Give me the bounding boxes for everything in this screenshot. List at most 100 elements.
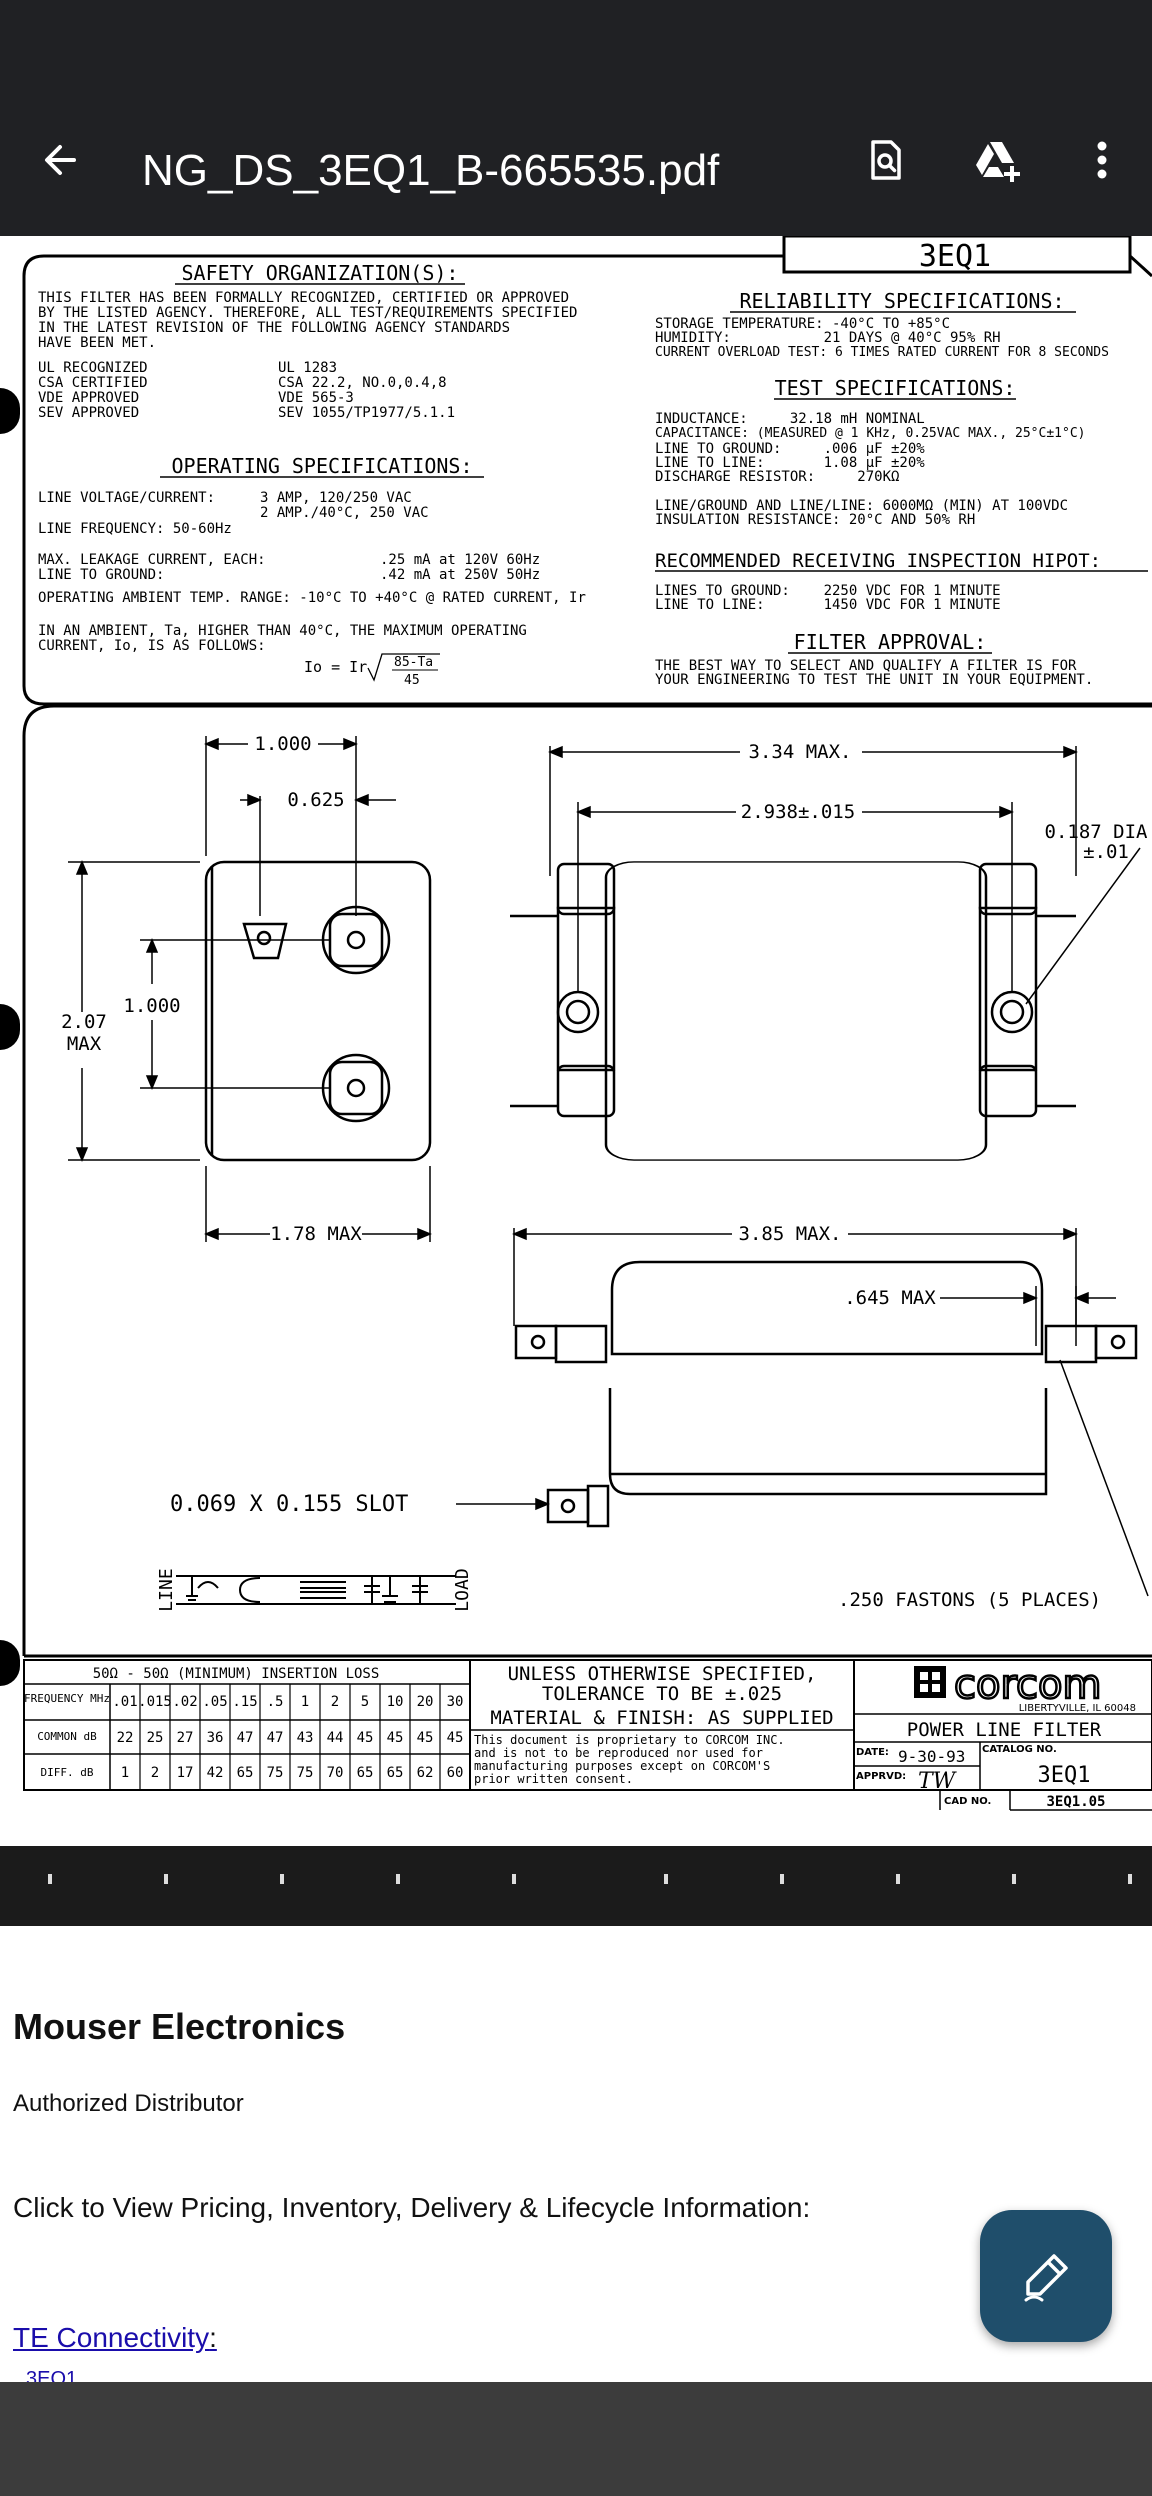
arrow-back-icon[interactable] — [34, 130, 94, 190]
table-cell-freq: .05 — [202, 1694, 227, 1710]
table-cell-diff: 75 — [267, 1765, 284, 1781]
operating-heading: OPERATING SPECIFICATIONS: — [171, 454, 472, 478]
safety-line: IN THE LATEST REVISION OF THE FOLLOWING … — [38, 320, 510, 336]
table-cell-common: 43 — [297, 1730, 314, 1746]
table-cell-common: 22 — [117, 1730, 134, 1746]
reliability-heading: RELIABILITY SPECIFICATIONS: — [739, 289, 1064, 313]
status-bar — [0, 0, 1152, 84]
app-bar: NG_DS_3EQ1_B-665535.pdf — [0, 84, 1152, 236]
date-value: 9-30-93 — [898, 1747, 965, 1766]
proprietary-line: This document is proprietary to CORCOM I… — [474, 1733, 785, 1747]
find-in-document-icon[interactable] — [856, 130, 916, 190]
pdf-page[interactable]: 3EQ1 SAFETY ORGANIZATION(S): THIS FILTER… — [0, 236, 1152, 1846]
test-heading: TEST SPECIFICATIONS: — [775, 376, 1016, 400]
page-heading: Mouser Electronics — [13, 2006, 346, 2047]
proprietary-line: and is not to be reproduced nor used for — [474, 1746, 763, 1760]
page-edge-marker — [0, 388, 20, 434]
table-cell-freq: .015 — [138, 1694, 172, 1710]
row-label-diff: DIFF. dB — [41, 1766, 94, 1779]
part-number: 3EQ1 — [919, 239, 991, 274]
ambient-range: OPERATING AMBIENT TEMP. RANGE: -10°C TO … — [38, 590, 586, 606]
dim-depth: 1.78 MAX — [270, 1223, 362, 1245]
agency-std: UL 1283 — [278, 360, 337, 376]
dim-overall-length: 3.34 MAX. — [749, 741, 852, 763]
front-view — [514, 1260, 1138, 1528]
page-separator-ticks — [48, 1874, 1132, 1884]
date-label: DATE: — [856, 1747, 889, 1758]
table-cell-diff: 60 — [447, 1765, 464, 1781]
table-cell-diff: 42 — [207, 1765, 224, 1781]
safety-line: THIS FILTER HAS BEEN FORMALLY RECOGNIZED… — [38, 290, 569, 306]
agency-std: CSA 22.2, NO.0,0.4,8 — [278, 375, 447, 391]
page-subheading: Authorized Distributor — [13, 2090, 244, 2117]
insulation-line: LINE/GROUND AND LINE/LINE: 6000MΩ (MIN) … — [655, 498, 1068, 514]
company-logo: corcom — [954, 1662, 1101, 1708]
schematic — [176, 1575, 456, 1605]
agency-name: VDE APPROVED — [38, 390, 139, 406]
ambient-note: CURRENT, Io, IS AS FOLLOWS: — [38, 638, 266, 654]
spec-frame — [22, 276, 1152, 706]
dim-height-max: MAX — [67, 1033, 102, 1055]
load-label: LOAD — [452, 1568, 473, 1611]
reliability-line: CURRENT OVERLOAD TEST: 6 TIMES RATED CUR… — [655, 345, 1109, 360]
table-cell-freq: 5 — [361, 1694, 369, 1710]
edit-fab-button[interactable] — [980, 2210, 1112, 2342]
hipot-heading: RECOMMENDED RECEIVING INSPECTION HIPOT: — [655, 550, 1101, 572]
table-cell-common: 45 — [357, 1730, 374, 1746]
tolerance-line: UNLESS OTHERWISE SPECIFIED, — [508, 1663, 817, 1685]
leakage-value: .25 mA at 120V 60Hz — [380, 552, 540, 568]
more-vert-icon[interactable] — [1072, 130, 1132, 190]
table-cell-freq: 10 — [387, 1694, 404, 1710]
te-connectivity-link[interactable]: TE Connectivity: — [13, 2322, 217, 2354]
side-view-dims — [68, 736, 432, 1242]
table-cell-common: 47 — [267, 1730, 284, 1746]
table-cell-diff: 75 — [297, 1765, 314, 1781]
formula-numerator: 85-Ta — [394, 655, 433, 670]
dim-terminal: 0.625 — [287, 789, 344, 811]
table-cell-freq: .5 — [267, 1694, 284, 1710]
te-connectivity-link-label[interactable]: TE Connectivity — [13, 2322, 210, 2353]
front-view-dims — [456, 1227, 1149, 1597]
hipot-line: LINE TO LINE: 1450 VDC FOR 1 MINUTE — [655, 597, 1001, 613]
dim-width: 1.000 — [254, 733, 311, 755]
table-cell-diff: 1 — [121, 1765, 129, 1781]
title-block: corcom LIBERTYVILLE, IL 60048 POWER LINE… — [853, 1659, 1152, 1811]
product-name: POWER LINE FILTER — [907, 1719, 1102, 1741]
top-view-dims — [548, 745, 1141, 1005]
table-cell-common: 45 — [447, 1730, 464, 1746]
drawing-frame-top — [22, 704, 1152, 737]
table-cell-diff: 65 — [237, 1765, 254, 1781]
side-view — [204, 860, 432, 1162]
table-cell-freq: 2 — [331, 1694, 339, 1710]
table-cell-common: 36 — [207, 1730, 224, 1746]
row-label-common: COMMON dB — [37, 1730, 97, 1743]
agency-name: CSA CERTIFIED — [38, 375, 148, 391]
table-cell-freq: .01 — [112, 1694, 137, 1710]
leakage-label: MAX. LEAKAGE CURRENT, EACH: — [38, 552, 266, 568]
dim-front-length: 3.85 MAX. — [739, 1223, 842, 1245]
proprietary-line: prior written consent. — [474, 1772, 633, 1786]
cad-value: 3EQ1.05 — [1046, 1794, 1105, 1810]
table-cell-freq: 1 — [301, 1694, 309, 1710]
test-line: CAPACITANCE: (MEASURED @ 1 KHz, 0.25VAC … — [655, 426, 1085, 441]
part-box — [782, 236, 1132, 274]
proprietary-line: manufacturing purposes except on CORCOM'… — [474, 1759, 770, 1773]
leakage-label: LINE TO GROUND: — [38, 567, 164, 583]
drive-add-icon[interactable] — [968, 130, 1028, 190]
dim-height: 2.07 — [61, 1011, 107, 1033]
slot-label: 0.069 X 0.155 SLOT — [170, 1492, 408, 1517]
pdf-page-2[interactable]: Mouser Electronics Authorized Distributo… — [0, 1926, 1152, 2390]
table-cell-freq: .02 — [172, 1694, 197, 1710]
test-line: DISCHARGE RESISTOR: 270KΩ — [655, 469, 899, 485]
filter-drawing: 3EQ1 SAFETY ORGANIZATION(S): THIS FILTER… — [22, 236, 1152, 1811]
insulation-line: INSULATION RESISTANCE: 20°C AND 50% RH — [655, 512, 975, 528]
insertion-loss-heading: 50Ω - 50Ω (MINIMUM) INSERTION LOSS — [93, 1666, 380, 1682]
fastons-label: .250 FASTONS (5 PLACES) — [838, 1589, 1101, 1611]
table-cell-freq: .15 — [232, 1694, 257, 1710]
corcom-logo-mark — [914, 1666, 946, 1698]
page-edge-marker — [0, 1004, 20, 1050]
table-cell-diff: 2 — [151, 1765, 159, 1781]
table-cell-freq: 20 — [417, 1694, 434, 1710]
formula-lhs: Io = Ir — [304, 658, 367, 676]
